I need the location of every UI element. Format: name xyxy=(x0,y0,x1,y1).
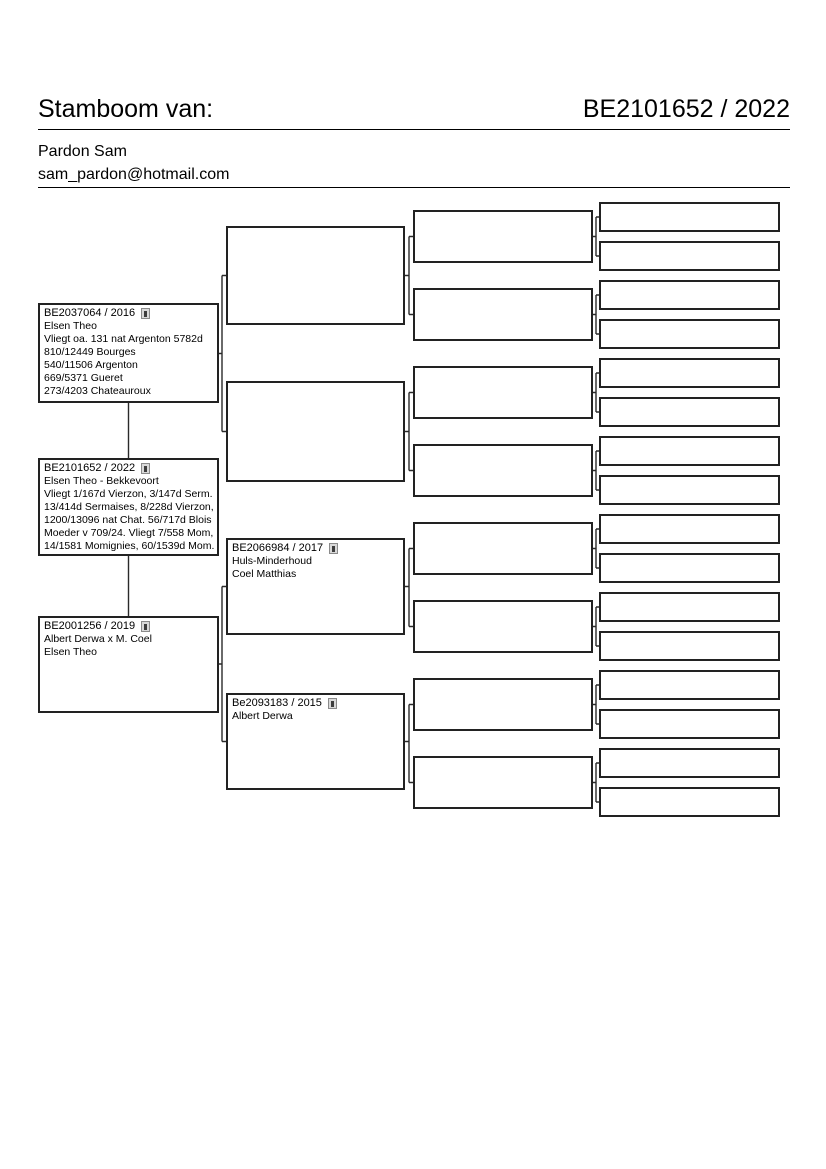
pedigree-box-maternal-grandmother: Be2093183 / 2015 Albert Derwa xyxy=(226,693,405,790)
pedigree-text-line: 540/11506 Argenton xyxy=(44,359,138,371)
pedigree-box-gg-grandparent-empty xyxy=(599,787,780,817)
owner-email: sam_pardon@hotmail.com xyxy=(38,166,230,183)
subject-ring-number-header: BE2101652 / 2022 xyxy=(582,95,790,123)
pedigree-box-gg-grandparent-empty xyxy=(599,475,780,505)
photo-icon xyxy=(327,698,337,709)
pedigree-text-line: Elsen Theo - Bekkevoort xyxy=(44,475,159,487)
pedigree-box-maternal-grandfather: BE2066984 / 2017 Huls-Minderhoud Coel Ma… xyxy=(226,538,405,635)
photo-icon xyxy=(141,621,151,632)
pedigree-text-line: 13/414d Sermaises, 8/228d Vierzon, xyxy=(44,501,214,513)
pedigree-box-gg-grandparent-empty xyxy=(599,436,780,466)
pedigree-box-gg-grandparent-empty xyxy=(599,319,780,349)
pedigree-text-line: 810/12449 Bourges xyxy=(44,346,136,358)
photo-icon xyxy=(141,463,151,474)
pedigree-box-gg-grandparent-empty xyxy=(599,202,780,232)
pedigree-text-line: Albert Derwa xyxy=(232,710,293,722)
ring-number: Be2093183 / 2015 xyxy=(232,697,322,709)
photo-icon xyxy=(141,308,151,319)
pedigree-text-line: 669/5371 Gueret xyxy=(44,372,123,384)
pedigree-text-line: Elsen Theo xyxy=(44,646,97,658)
ring-number: BE2101652 / 2022 xyxy=(44,462,136,474)
pedigree-box-gg-grandparent-empty xyxy=(599,397,780,427)
photo-icon xyxy=(329,543,339,554)
pedigree-box-gg-grandparent-empty xyxy=(599,592,780,622)
pedigree-box-gg-grandparent-empty xyxy=(599,709,780,739)
pedigree-box-gg-grandparent-empty xyxy=(599,631,780,661)
pedigree-box-gg-grandparent-empty xyxy=(599,553,780,583)
pedigree-box-gg-grandparent-empty xyxy=(599,748,780,778)
ring-number: BE2066984 / 2017 xyxy=(232,542,324,554)
pedigree-box-great-grandparent-empty xyxy=(413,444,593,497)
ring-number: BE2001256 / 2019 xyxy=(44,620,136,632)
page-title: Stamboom van: xyxy=(38,95,214,123)
owner-name: Pardon Sam xyxy=(38,143,127,160)
pedigree-box-paternal-grandmother-empty xyxy=(226,381,405,482)
owner-divider xyxy=(38,187,790,188)
pedigree-text-line: Albert Derwa x M. Coel xyxy=(44,633,152,645)
pedigree-box-great-grandparent-empty xyxy=(413,210,593,263)
pedigree-text-line: 1200/13096 nat Chat. 56/717d Blois xyxy=(44,514,212,526)
pedigree-box-great-grandparent-empty xyxy=(413,756,593,809)
pedigree-text-line: Huls-Minderhoud xyxy=(232,555,312,567)
pedigree-box-gg-grandparent-empty xyxy=(599,670,780,700)
pedigree-text-line: 273/4203 Chateauroux xyxy=(44,385,151,397)
ring-number: BE2037064 / 2016 xyxy=(44,307,136,319)
pedigree-box-gg-grandparent-empty xyxy=(599,280,780,310)
pedigree-box-subject: BE2101652 / 2022 Elsen Theo - Bekkevoort… xyxy=(38,458,219,556)
pedigree-text-line: Moeder v 709/24. Vliegt 7/558 Mom, xyxy=(44,527,214,539)
pedigree-box-great-grandparent-empty xyxy=(413,288,593,341)
pedigree-box-gg-grandparent-empty xyxy=(599,514,780,544)
pedigree-text-line: Elsen Theo xyxy=(44,320,97,332)
pedigree-box-gg-grandparent-empty xyxy=(599,358,780,388)
header-divider xyxy=(38,129,790,130)
pedigree-box-great-grandparent-empty xyxy=(413,600,593,653)
pedigree-box-gg-grandparent-empty xyxy=(599,241,780,271)
pedigree-box-paternal-grandfather-empty xyxy=(226,226,405,325)
pedigree-text-line: Vliegt 1/167d Vierzon, 3/147d Serm. xyxy=(44,488,213,500)
pedigree-box-great-grandparent-empty xyxy=(413,522,593,575)
pedigree-text-line: 14/1581 Momignies, 60/1539d Mom. xyxy=(44,540,215,552)
pedigree-text-line: Vliegt oa. 131 nat Argenton 5782d xyxy=(44,333,203,345)
pedigree-text-line: Coel Matthias xyxy=(232,568,297,580)
pedigree-box-great-grandparent-empty xyxy=(413,678,593,731)
pedigree-box-father: BE2037064 / 2016 Elsen Theo Vliegt oa. 1… xyxy=(38,303,219,403)
pedigree-box-mother: BE2001256 / 2019 Albert Derwa x M. Coel … xyxy=(38,616,219,713)
pedigree-box-great-grandparent-empty xyxy=(413,366,593,419)
